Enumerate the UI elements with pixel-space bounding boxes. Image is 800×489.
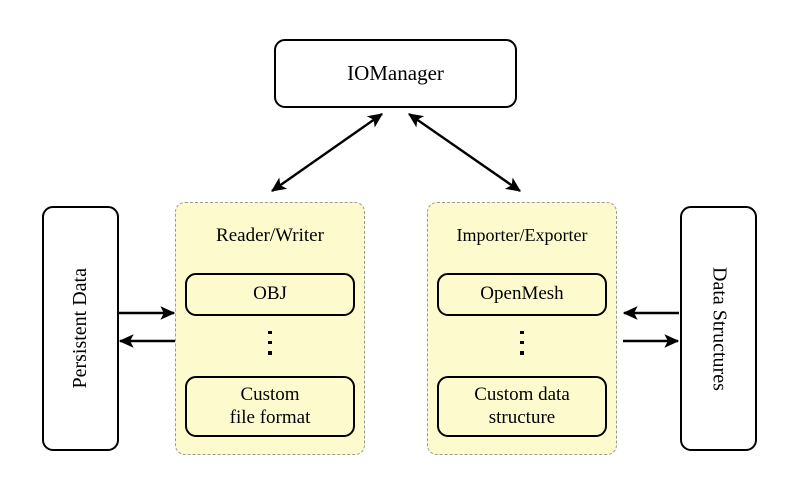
- ellipsis-dot: [268, 341, 272, 345]
- panel-reader-writer-title: Reader/Writer: [216, 225, 324, 246]
- ellipsis-dot: [268, 331, 272, 335]
- panel-importer-exporter-title: Importer/Exporter: [456, 225, 588, 245]
- ellipsis-dot: [520, 331, 524, 335]
- node-persistent-data-label: Persistent Data: [68, 268, 91, 389]
- node-custom-data-structure-line1: Custom data: [474, 383, 570, 405]
- node-openmesh[interactable]: OpenMesh: [437, 273, 607, 316]
- node-custom-file-format-line2: file format: [229, 406, 311, 428]
- node-obj-label: OBJ: [253, 283, 287, 305]
- ellipsis-reader-writer: [176, 331, 364, 355]
- ellipsis-importer-exporter: [428, 331, 616, 355]
- node-custom-file-format-line1: Custom: [240, 383, 300, 405]
- node-data-structures-label: Data Structures: [708, 266, 731, 391]
- node-iomanager[interactable]: IOManager: [274, 39, 517, 108]
- node-custom-file-format[interactable]: Custom file format: [185, 376, 355, 437]
- node-data-structures[interactable]: Data Structures: [680, 206, 757, 451]
- node-custom-data-structure[interactable]: Custom data structure: [437, 376, 607, 437]
- node-persistent-data[interactable]: Persistent Data: [42, 206, 119, 451]
- node-obj[interactable]: OBJ: [185, 273, 355, 316]
- node-custom-data-structure-line2: structure: [488, 406, 556, 428]
- node-iomanager-label: IOManager: [347, 61, 444, 86]
- panel-reader-writer[interactable]: Reader/Writer OBJ Custom file format: [175, 202, 365, 455]
- node-openmesh-label: OpenMesh: [480, 283, 564, 305]
- connector-manager-importerexporter: [408, 113, 521, 192]
- ellipsis-dot: [268, 351, 272, 355]
- connector-manager-readerwriter: [271, 113, 383, 192]
- ellipsis-dot: [520, 351, 524, 355]
- panel-importer-exporter[interactable]: Importer/Exporter OpenMesh Custom data s…: [427, 202, 617, 455]
- ellipsis-dot: [520, 341, 524, 345]
